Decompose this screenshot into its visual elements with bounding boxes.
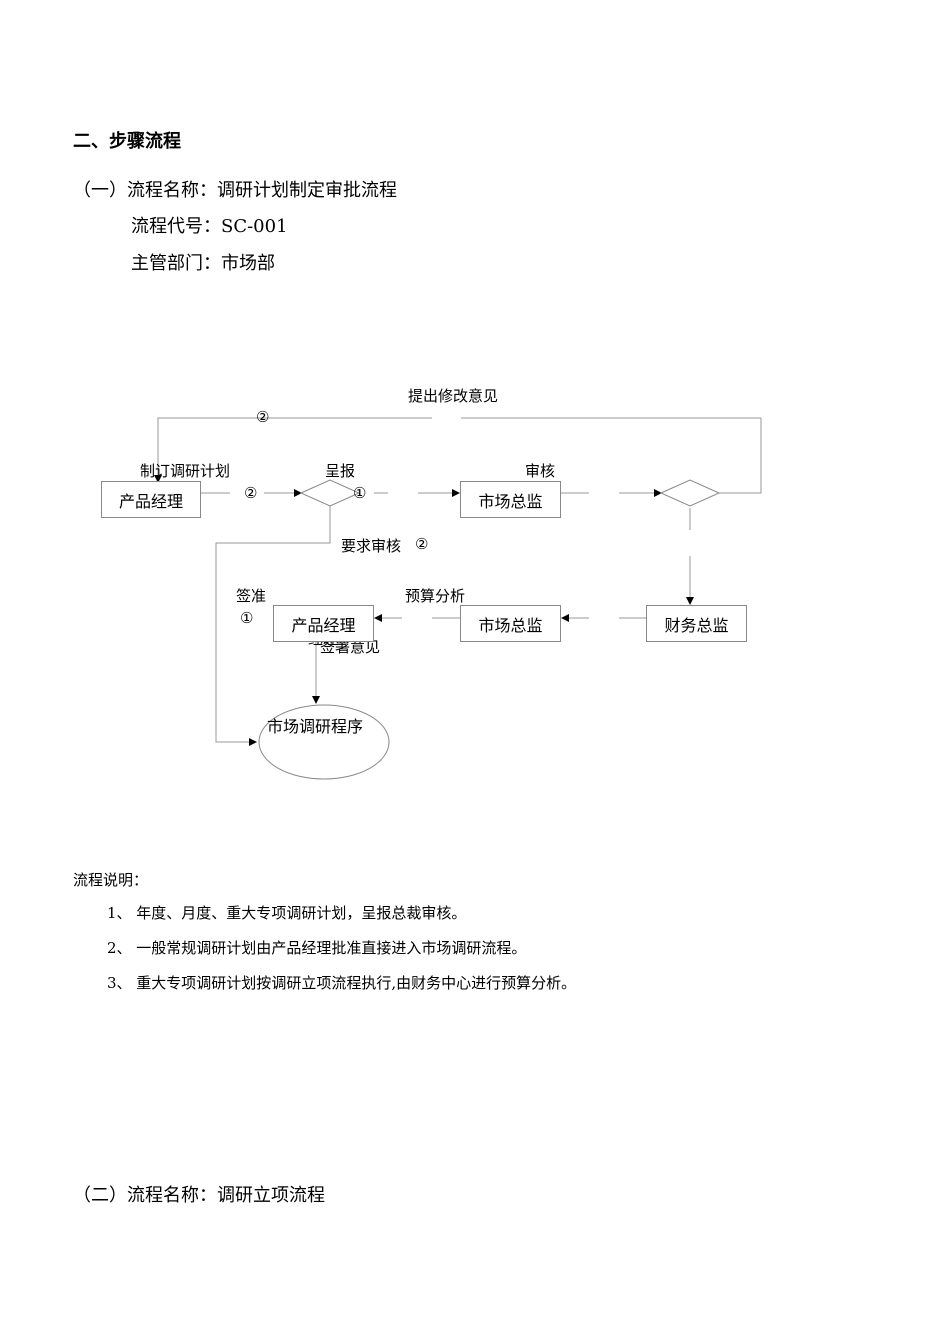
flow1-name: （一）流程名称：调研计划制定审批流程 xyxy=(73,180,397,201)
circle-2-request: ② xyxy=(415,535,429,553)
flow1-dept: 主管部门：市场部 xyxy=(131,253,275,274)
section-title: 二、步骤流程 xyxy=(73,131,181,152)
label-review: 审核 xyxy=(525,462,556,480)
flow2-name: （二）流程名称：调研立项流程 xyxy=(73,1185,325,1206)
label-approve: 签准 xyxy=(236,587,267,605)
label-submit: 呈报 xyxy=(325,462,356,480)
circle-1-approve: ① xyxy=(240,609,254,627)
notes-title: 流程说明： xyxy=(73,871,149,889)
box-finance-director: 财务总监 xyxy=(646,605,747,642)
line-d1-to-ellipse xyxy=(215,506,331,746)
decision-diamond-2 xyxy=(659,479,721,507)
flow1-code: 流程代号：SC-001 xyxy=(131,216,288,237)
label-request-review: 要求审核 xyxy=(341,537,402,555)
market-research-ellipse xyxy=(258,704,390,780)
loop-line-left xyxy=(154,417,432,483)
ellipse-label: 市场调研程序 xyxy=(267,717,364,736)
decision-diamond-1 xyxy=(299,479,361,507)
label-budget-analysis: 预算分析 xyxy=(405,587,466,605)
box-marketing-director-bottom: 市场总监 xyxy=(460,605,561,642)
loop-line-right xyxy=(461,417,762,494)
label-modify-opinion: 提出修改意见 xyxy=(408,387,499,405)
box-product-manager-bottom: 产品经理 xyxy=(273,605,374,642)
circle-2-left: ② xyxy=(244,484,258,502)
notes-item-3: 3、 重大专项调研计划按调研立项流程执行,由财务中心进行预算分析。 xyxy=(107,974,577,992)
circle-1-mid: ① xyxy=(353,484,367,502)
notes-item-2: 2、 一般常规调研计划由产品经理批准直接进入市场调研流程。 xyxy=(107,939,527,957)
label-sign-opinion: 签署意见 xyxy=(320,638,381,656)
label-make-plan: 制订调研计划 xyxy=(140,462,231,480)
box-product-manager-top: 产品经理 xyxy=(101,481,201,518)
box-marketing-director-top: 市场总监 xyxy=(460,481,561,518)
notes-item-1: 1、 年度、月度、重大专项调研计划，呈报总裁审核。 xyxy=(107,904,467,922)
circle-2-top: ② xyxy=(256,408,270,426)
